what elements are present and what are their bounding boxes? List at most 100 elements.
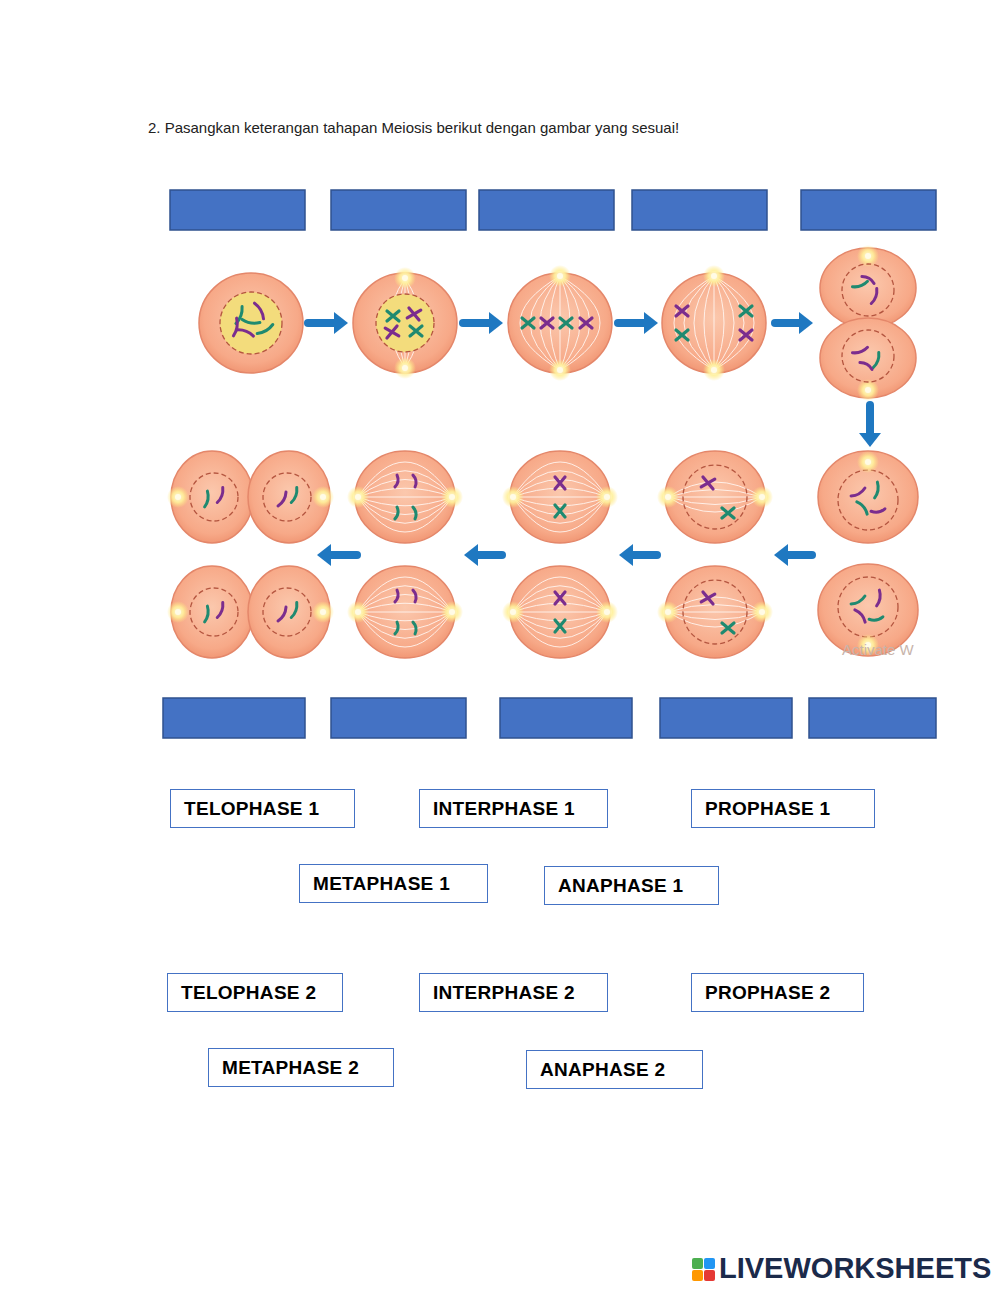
spindle-fiber — [513, 603, 607, 612]
spindle-fiber — [668, 497, 762, 512]
spindle-fiber — [674, 276, 714, 370]
centrosome — [759, 609, 765, 615]
stage-label: ANAPHASE 2 — [540, 1059, 665, 1081]
flow-arrow-head — [799, 312, 813, 334]
chromatid — [877, 590, 882, 606]
chromatid — [395, 475, 399, 487]
spindle-fiber — [513, 612, 607, 638]
centrosome-glow — [167, 601, 189, 623]
nucleus — [376, 294, 434, 352]
centrosome — [320, 609, 326, 615]
centrosome-glow — [596, 601, 618, 623]
spindle-fiber — [668, 497, 762, 505]
answer-slot — [500, 698, 632, 738]
flow-arrow-shaft — [618, 319, 644, 327]
centrosome-glow — [441, 601, 463, 623]
centrosome-glow — [703, 359, 725, 381]
chromatid — [255, 302, 266, 319]
chromatid — [413, 475, 417, 487]
centrosome — [865, 459, 871, 465]
spindle-fiber — [668, 490, 762, 498]
chromatid — [852, 281, 868, 288]
flow-arrow-head — [619, 544, 633, 566]
cell-body — [662, 273, 766, 373]
cell-body — [199, 273, 303, 373]
flow-arrow-head — [464, 544, 478, 566]
flow-arrow-head — [317, 544, 331, 566]
chromosome — [555, 620, 565, 632]
logo-tile — [692, 1270, 703, 1281]
chromatid — [395, 622, 399, 634]
answer-card: INTERPHASE 1 — [419, 789, 608, 828]
spindle-fiber — [358, 577, 452, 612]
centrosome — [604, 494, 610, 500]
spindle-fiber — [714, 276, 724, 370]
stage-label: INTERPHASE 1 — [433, 798, 575, 820]
nucleus — [190, 473, 238, 521]
chromatid — [233, 318, 238, 336]
answer-slot — [809, 698, 936, 738]
centrosome-glow — [394, 267, 416, 289]
spindle-fiber — [714, 276, 744, 370]
chromosome — [701, 477, 715, 489]
chromatid — [205, 491, 210, 507]
stage-label: PROPHASE 1 — [705, 798, 830, 820]
cell-body — [508, 273, 612, 373]
centrosome — [449, 609, 455, 615]
spindle-fiber — [560, 276, 561, 370]
chromatid — [871, 288, 878, 304]
centrosome — [665, 494, 671, 500]
nucleus — [263, 473, 311, 521]
spindle-fiber — [513, 497, 607, 523]
flow-arrow-shaft — [308, 319, 334, 327]
spindle-fiber — [668, 612, 762, 627]
answer-slot — [331, 190, 466, 230]
chromosome — [560, 318, 572, 328]
answer-card: PROPHASE 2 — [691, 973, 864, 1012]
spindle-fiber — [513, 612, 607, 613]
centrosome-glow — [167, 486, 189, 508]
answer-slot — [163, 698, 305, 738]
spindle-fiber — [668, 497, 762, 498]
spindle-fiber — [358, 586, 452, 612]
spindle-fiber — [684, 276, 714, 370]
centrosome-glow — [751, 601, 773, 623]
chromosome — [722, 508, 734, 518]
centrosome-glow — [703, 265, 725, 287]
centrosome-glow — [502, 601, 524, 623]
spindle-fiber — [513, 462, 607, 497]
chromosome — [722, 623, 734, 633]
stage-label: PROPHASE 2 — [705, 982, 830, 1004]
chromatid — [413, 590, 417, 602]
centrosome-glow — [857, 451, 879, 473]
flow-arrow-shaft — [331, 551, 357, 559]
spindle-fiber — [513, 586, 607, 612]
answer-slot — [331, 698, 466, 738]
centrosome — [320, 494, 326, 500]
centrosome-glow — [657, 601, 679, 623]
stage-label: TELOPHASE 2 — [181, 982, 316, 1004]
chromatid — [852, 347, 868, 354]
spindle-fiber — [358, 497, 452, 523]
flow-arrow-shaft — [463, 319, 489, 327]
logo-tile — [704, 1258, 715, 1269]
chromosome — [410, 326, 422, 336]
chromosome — [541, 318, 553, 328]
centrosome — [759, 494, 765, 500]
chromosome — [385, 326, 399, 338]
centrosome-glow — [394, 357, 416, 379]
cell-body — [510, 451, 610, 543]
centrosome-glow — [751, 486, 773, 508]
question-title: 2. Pasangkan keterangan tahapan Meiosis … — [148, 119, 679, 136]
chromatid — [860, 361, 873, 370]
cell-body — [355, 566, 455, 658]
chromatid — [242, 319, 260, 324]
chromosome — [676, 306, 688, 316]
flow-arrow-head — [774, 544, 788, 566]
chromatid — [257, 325, 274, 336]
spindle-fiber — [358, 612, 452, 630]
watermark: Activate W — [842, 641, 914, 658]
chromatid — [875, 482, 880, 498]
centrosome — [865, 253, 871, 259]
answer-card: ANAPHASE 2 — [526, 1050, 703, 1089]
